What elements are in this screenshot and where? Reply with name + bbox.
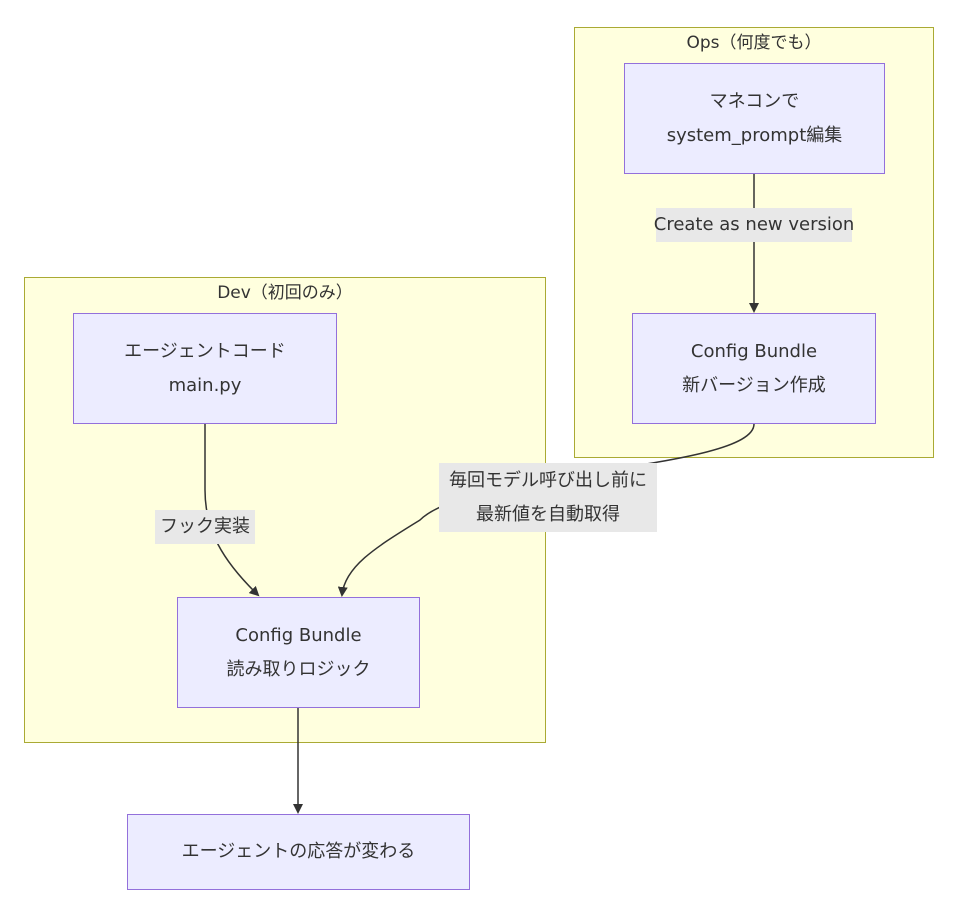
edge-label-hook-implementation-text: フック実装 [160, 516, 250, 537]
node-config-bundle-read-logic-line1: Config Bundle [235, 624, 362, 646]
cluster-ops-title: Ops（何度でも） [686, 33, 822, 53]
edge-label-create-as-new-version: Create as new version [653, 208, 855, 242]
node-agent-response-changes: エージェントの応答が変わる [127, 814, 470, 890]
edge-label-auto-fetch-line1: 毎回モデル呼び出し前に [449, 469, 647, 491]
node-agent-code: エージェントコード main.py [73, 313, 337, 424]
node-agent-code-line2: main.py [168, 374, 242, 396]
node-config-bundle-new-version-line2: 新バージョン作成 [682, 374, 826, 396]
edge-label-auto-fetch: 毎回モデル呼び出し前に 最新値を自動取得 [439, 463, 657, 532]
edge-label-hook-implementation: フック実装 [155, 510, 255, 544]
node-config-bundle-new-version-line1: Config Bundle [690, 340, 818, 362]
node-agent-code-line1: エージェントコード [124, 340, 286, 362]
node-config-bundle-read-logic-line2: 読み取りロジック [226, 658, 371, 680]
node-config-bundle-read-logic: Config Bundle 読み取りロジック [177, 597, 420, 708]
node-manecon-edit-line1: マネコンで [709, 90, 800, 112]
cluster-dev-title: Dev（初回のみ） [217, 283, 353, 303]
node-manecon-edit-line2: system_prompt編集 [666, 124, 843, 146]
node-manecon-edit: マネコンで system_prompt編集 [624, 63, 885, 174]
edge-label-create-as-new-version-text: Create as new version [653, 214, 855, 235]
node-config-bundle-new-version: Config Bundle 新バージョン作成 [632, 313, 876, 424]
edge-label-auto-fetch-line2: 最新値を自動取得 [476, 503, 620, 525]
node-agent-response-changes-label: エージェントの応答が変わる [181, 841, 416, 862]
